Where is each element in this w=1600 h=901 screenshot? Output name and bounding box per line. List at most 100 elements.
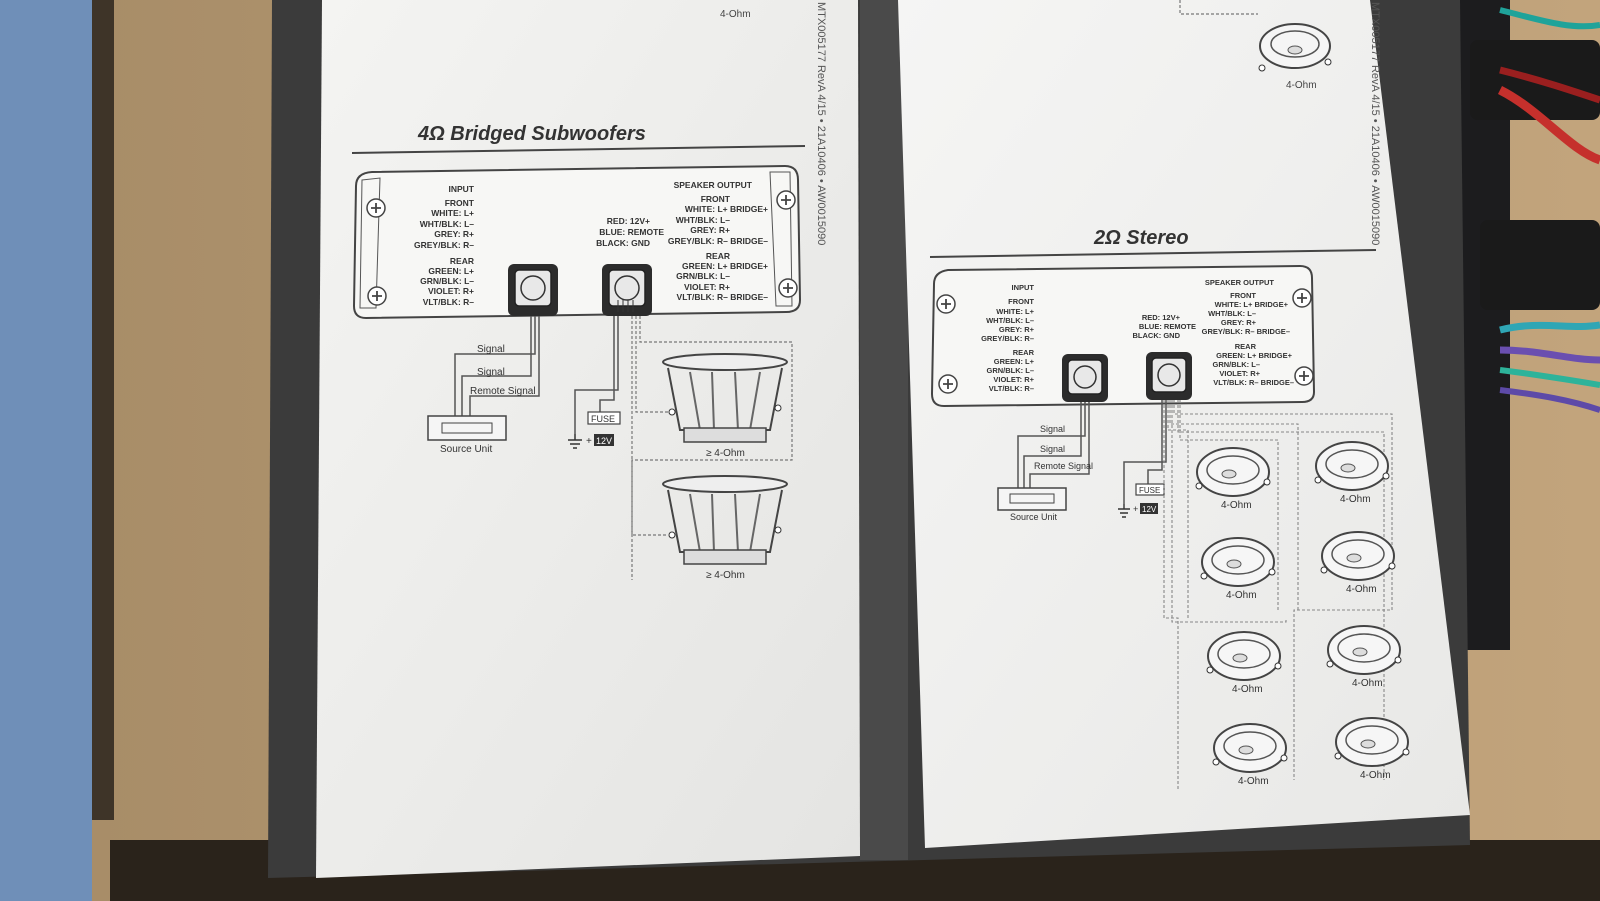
speaker-label: 4-Ohm: [1232, 684, 1263, 695]
output-rear-line: GRN/BLK: L–: [1213, 360, 1261, 369]
speaker-4ohm: 4-Ohm: [1334, 717, 1410, 781]
amplifier-panel: INPUT FRONT WHITE: L+ WHT/BLK: L– GREY: …: [930, 264, 1316, 408]
signal-label: Signal: [477, 344, 505, 355]
source-unit: Source Unit: [427, 415, 507, 455]
power-line: RED: 12V+: [607, 216, 650, 226]
speaker-4ohm: 4-Ohm: [1195, 447, 1271, 511]
output-rear-line: GREEN: L+ BRIDGE+: [682, 261, 768, 271]
output-front-header: FRONT: [1230, 291, 1256, 300]
output-front-line: GREY/BLK: R– BRIDGE–: [1202, 327, 1290, 336]
input-front-header: FRONT: [445, 198, 475, 208]
source-unit-label: Source Unit: [1010, 512, 1058, 522]
input-rear-line: GREEN: L+: [428, 266, 474, 276]
sleeve-spine: [860, 0, 908, 860]
output-header: SPEAKER OUTPUT: [674, 180, 753, 190]
top-fragment-label: 4-Ohm: [1286, 80, 1317, 91]
top-fragment-label: 4-Ohm: [720, 9, 751, 20]
speaker-4ohm: 4-Ohm: [1320, 531, 1396, 595]
subwoofer-label: ≥ 4-Ohm: [706, 570, 745, 581]
input-front-line: WHITE: L+: [431, 208, 474, 218]
screw-icon: [778, 278, 798, 298]
output-header: SPEAKER OUTPUT: [1205, 278, 1275, 287]
screw-icon: [366, 198, 386, 218]
speaker-4ohm: 4-Ohm: [1314, 441, 1390, 505]
subwoofer: [662, 475, 788, 565]
output-front-line: WHT/BLK: L–: [1208, 309, 1256, 318]
input-front-line: WHT/BLK: L–: [420, 219, 475, 229]
input-rear-header: REAR: [1013, 348, 1035, 357]
fuse-label: FUSE: [591, 414, 615, 424]
box-flap-shadow: [92, 0, 114, 820]
power-line: BLACK: GND: [1133, 331, 1181, 340]
input-front-line: GREY/BLK: R–: [414, 240, 474, 250]
input-front-line: GREY: R+: [999, 325, 1035, 334]
input-front-line: GREY/BLK: R–: [981, 334, 1034, 343]
input-rear-line: GRN/BLK: L–: [420, 276, 474, 286]
document-code: MTX005177 RevA 4/15 • 21A10406 • AW00150…: [815, 2, 827, 245]
input-connector: [508, 264, 558, 316]
diagram-title: 2Ω Stereo: [1093, 227, 1189, 249]
output-rear-line: VIOLET: R+: [1219, 369, 1260, 378]
speaker-4ohm: 4-Ohm: [1200, 537, 1276, 601]
output-front-line: WHITE: L+ BRIDGE+: [685, 204, 768, 214]
right-page: 4-Ohm MTX005177 RevA 4/15 • 21A10406 • A…: [898, 0, 1470, 848]
diagram-title: 4Ω Bridged Subwoofers: [417, 123, 646, 145]
input-front-header: FRONT: [1008, 297, 1034, 306]
output-rear-line: VIOLET: R+: [684, 282, 730, 292]
signal-wires: [454, 316, 619, 434]
input-rear-header: REAR: [450, 256, 474, 266]
output-rear-header: REAR: [706, 251, 730, 261]
output-rear-header: REAR: [1235, 342, 1257, 351]
input-rear-line: VIOLET: R+: [993, 375, 1034, 384]
screw-icon: [936, 294, 956, 314]
screw-icon: [776, 190, 796, 210]
input-connector: [1062, 354, 1108, 402]
speaker-label: 4-Ohm: [1360, 770, 1391, 781]
amplifier-panel: INPUT FRONT WHITE: L+ WHT/BLK: L– GREY: …: [352, 164, 802, 320]
speaker-label: 4-Ohm: [1346, 584, 1377, 595]
top-speaker-fragment: [1179, 0, 1332, 72]
fuse-label: FUSE: [1139, 486, 1160, 495]
speaker-wires: [631, 316, 793, 580]
battery-plus-sign: +: [586, 436, 592, 447]
input-front-line: WHITE: L+: [996, 307, 1034, 316]
speaker-label: 4-Ohm: [1221, 500, 1252, 511]
output-rear-line: VLT/BLK: R– BRIDGE–: [677, 292, 769, 302]
left-page: 4-Ohm MTX005177 RevA 4/15 • 21A10406 • A…: [316, 0, 860, 878]
input-rear-line: GREEN: L+: [994, 357, 1035, 366]
speaker-wires: [1163, 400, 1393, 790]
speaker-4ohm: 4-Ohm: [1206, 631, 1282, 695]
screw-icon: [1294, 366, 1314, 386]
power-line: RED: 12V+: [1142, 313, 1181, 322]
speaker-label: 4-Ohm: [1340, 494, 1371, 505]
signal-label: Signal: [1040, 444, 1065, 454]
battery-label: 12V: [596, 436, 612, 446]
input-rear-line: GRN/BLK: L–: [987, 366, 1035, 375]
screw-icon: [938, 374, 958, 394]
input-front-line: WHT/BLK: L–: [986, 316, 1034, 325]
speaker-label: 4-Ohm: [1352, 678, 1383, 689]
subwoofer-label: ≥ 4-Ohm: [706, 448, 745, 459]
speaker-array: 4-Ohm 4-Ohm 4-Ohm 4-Ohm 4-Ohm 4-Ohm 4-Ohm 4-Ohm: [1195, 441, 1410, 787]
fuse-and-battery: FUSE 12V +: [568, 411, 621, 449]
speaker-label: 4-Ohm: [1238, 776, 1269, 787]
input-header: INPUT: [1012, 283, 1035, 292]
speaker-label: 4-Ohm: [1226, 590, 1257, 601]
subwoofer: [662, 353, 788, 443]
power-line: BLACK: GND: [596, 238, 650, 248]
power-line: BLUE: REMOTE: [1139, 322, 1196, 331]
power-line: BLUE: REMOTE: [599, 227, 664, 237]
power-connector: [602, 264, 652, 316]
ground-icon: [1118, 504, 1130, 518]
input-header: INPUT: [449, 184, 475, 194]
source-unit: Source Unit: [997, 487, 1067, 522]
input-front-line: GREY: R+: [434, 229, 474, 239]
remote-signal-label: Remote Signal: [470, 386, 536, 397]
battery-plus-sign: +: [1133, 504, 1138, 514]
title-underline: [929, 249, 1377, 258]
input-rear-line: VIOLET: R+: [428, 286, 474, 296]
remote-signal-label: Remote Signal: [1034, 461, 1093, 471]
output-rear-line: VLT/BLK: R– BRIDGE–: [1213, 378, 1294, 387]
ground-icon: [568, 434, 582, 449]
source-unit-label: Source Unit: [440, 444, 492, 455]
